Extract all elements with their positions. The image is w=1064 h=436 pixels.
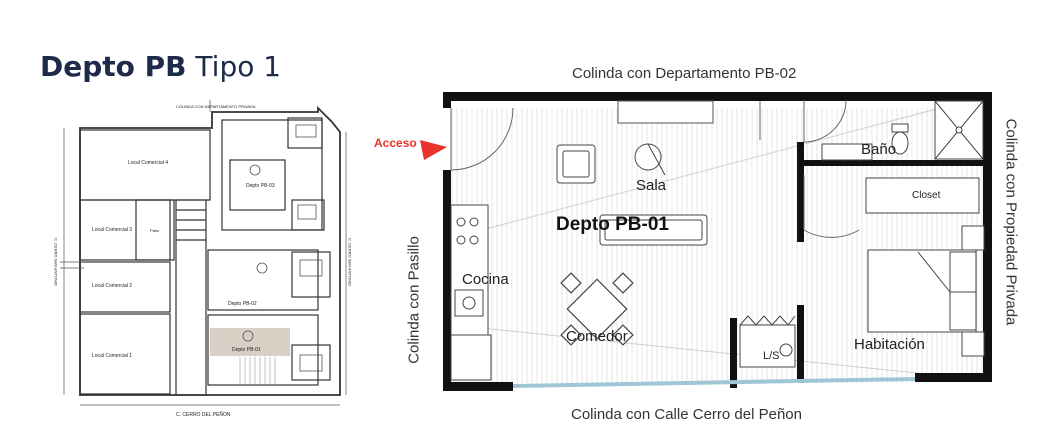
access-label: Acceso [374, 136, 417, 150]
room-bano: Baño [861, 141, 897, 158]
site-patio: Patio [150, 228, 160, 233]
site-unit-pb01: Depto PB-01 [232, 347, 261, 353]
wall-bath-bottom [797, 160, 985, 166]
room-closet: Closet [912, 190, 941, 201]
room-comedor: Comedor [566, 328, 628, 345]
wall-ls-left [730, 318, 737, 388]
round-table [634, 143, 662, 171]
label-east: Colinda con Propiedad Privada [1002, 118, 1020, 326]
label-west: Colinda con Pasillo [405, 236, 423, 364]
site-locale-2: Local Comercial 2 [92, 283, 133, 289]
wall-east [983, 92, 992, 382]
page-title: Depto PB Tipo 1 [40, 50, 281, 83]
site-locale-3: Local Comercial 3 [92, 227, 133, 233]
title-bold: Depto PB [40, 50, 187, 83]
title-regular: Tipo 1 [195, 50, 282, 83]
room-habitacion: Habitación [854, 336, 925, 353]
site-top-note: COLINDA CON DEPARTAMENTO PRIVADA [176, 104, 256, 109]
site-unit-pb03: Depto PB-03 [246, 183, 275, 189]
label-south: Colinda con Calle Cerro del Peñon [571, 406, 802, 423]
highlight-pb01 [210, 328, 290, 356]
room-ls: L/S [763, 350, 780, 362]
access-arrow [420, 140, 447, 160]
site-locale-4: Local Comercial 4 [128, 160, 169, 166]
vanity [821, 143, 873, 161]
wall-partition-upper [797, 142, 804, 242]
dining-table [566, 278, 628, 340]
label-north: Colinda con Departamento PB-02 [572, 65, 797, 82]
wall-west-upper [443, 92, 451, 108]
room-cocina: Cocina [462, 271, 509, 288]
unit-title: Depto PB-01 [556, 214, 669, 235]
room-sala: Sala [636, 177, 667, 194]
closet-box [865, 177, 980, 214]
site-unit-pb02: Depto PB-02 [228, 301, 257, 307]
site-locale-1: Local Comercial 1 [92, 353, 133, 359]
site-street-bottom: C. CERRO DEL PEÑON [176, 412, 231, 418]
wall-west-lower [443, 170, 451, 390]
wall-south-right [915, 373, 992, 382]
wall-south-left [443, 382, 513, 391]
wall-partition-lower [797, 305, 804, 383]
access-door-arc [450, 107, 514, 171]
wall-north [443, 92, 991, 101]
